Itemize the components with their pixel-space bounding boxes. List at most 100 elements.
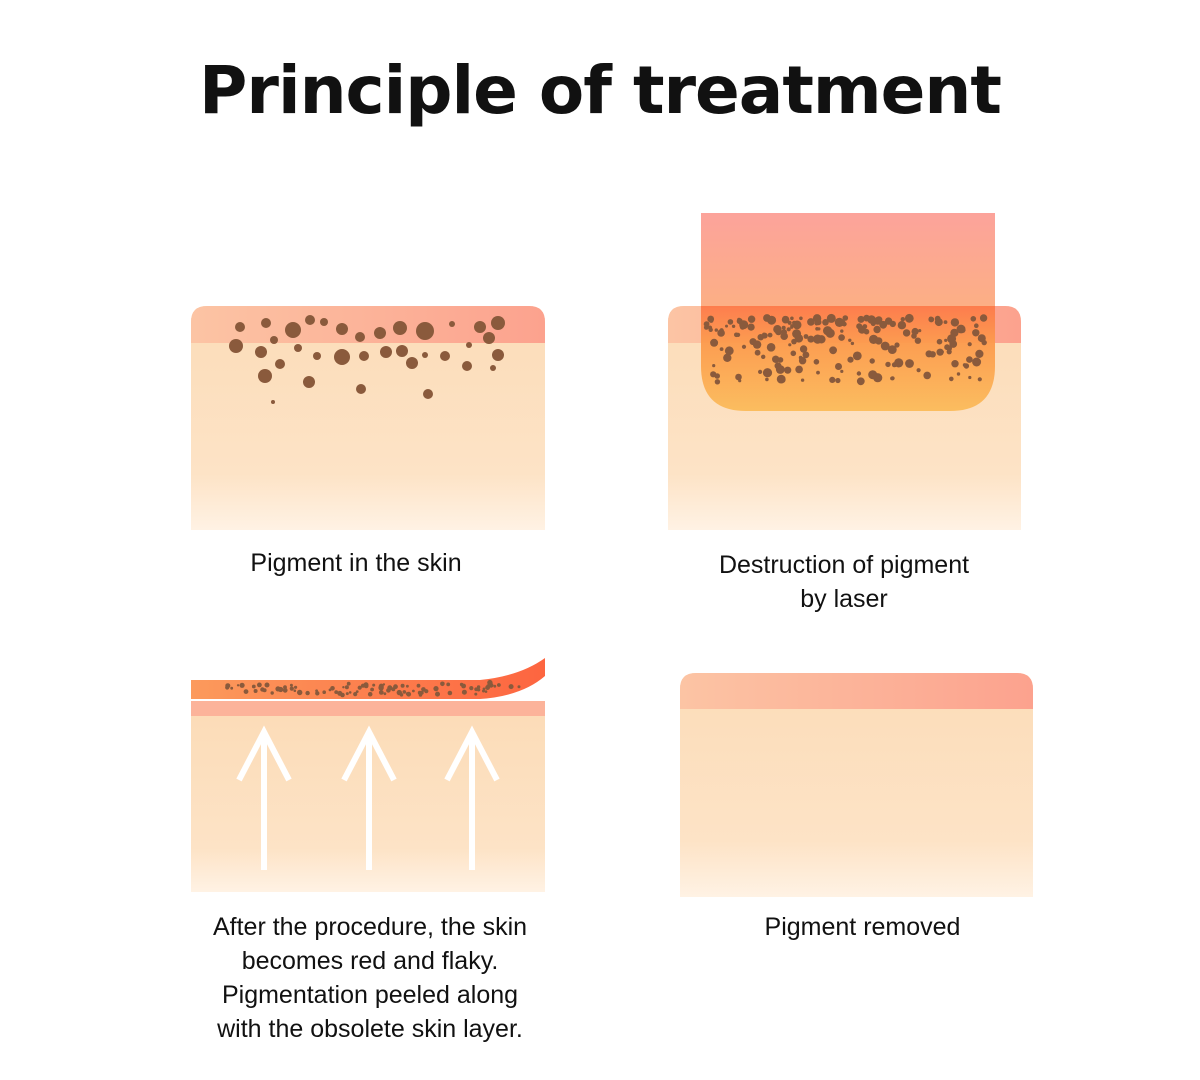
pigment-dot [363, 682, 369, 688]
pigment-dot [474, 321, 486, 333]
pigment-dot [482, 687, 486, 691]
pigment-dot [724, 346, 734, 356]
pigment-dot [762, 368, 773, 378]
pigment-dot [336, 323, 348, 335]
pigment-dot [348, 691, 352, 694]
pigment-dot [387, 685, 393, 691]
pigment-dot [440, 351, 450, 361]
pigment-dot [943, 320, 948, 324]
pigment-dot [229, 339, 243, 353]
pigment-dot [703, 325, 709, 330]
page-title: Principle of treatment [199, 52, 1002, 129]
pigment-dot [461, 689, 467, 695]
pigment-dot [372, 683, 376, 687]
pigment-dot [786, 327, 791, 332]
pigment-dot [236, 684, 240, 687]
pigment-dot [374, 327, 386, 339]
pigment-dot [946, 349, 952, 355]
pigment-dot [887, 345, 897, 354]
pigment-dot [517, 685, 521, 689]
pigment-dot [708, 327, 713, 332]
pigment-dot [297, 689, 303, 696]
panel-peeling [191, 658, 545, 892]
pigment-dot [282, 687, 288, 693]
pigment-dot [835, 377, 841, 384]
pigment-dot [970, 316, 977, 322]
pigment-dot [253, 689, 258, 693]
pigment-dot [826, 313, 836, 323]
pigment-dot [393, 321, 407, 335]
pigment-dot [758, 369, 763, 374]
pigment-dot [225, 683, 231, 689]
pigment-dot [894, 342, 900, 348]
pigment-dot [383, 692, 387, 696]
pigment-dot [285, 322, 301, 338]
pigment-dot [264, 682, 270, 688]
pigment-dot [416, 683, 421, 688]
pigment-dot [773, 325, 782, 334]
pigment-dot [880, 341, 890, 351]
pigment-dot [981, 339, 987, 346]
pigment-dot [492, 349, 504, 361]
pigment-dot [303, 376, 315, 388]
pigment-dot [799, 316, 803, 321]
pigment-dot [902, 329, 911, 337]
pigment-dot [916, 368, 921, 373]
pigment-dot [487, 679, 493, 686]
caption-peeling: After the procedure, the skin becomes re… [212, 913, 528, 1043]
pigment-dot [379, 685, 383, 690]
pigment-dot [275, 359, 285, 369]
panel-pigment-in-skin [191, 306, 545, 530]
pigment-dot [868, 370, 878, 380]
pigment-dot [803, 334, 809, 339]
pigment-dot [923, 371, 931, 380]
pigment-dot [399, 693, 404, 697]
caption-pigment-in-skin: Pigment in the skin [250, 549, 462, 577]
pigment-dot [790, 350, 797, 357]
pigment-dot [423, 389, 433, 399]
pigment-dot [779, 377, 786, 383]
pigment-dot [847, 356, 854, 363]
pigment-dot [972, 329, 980, 337]
pigment-dot [355, 332, 365, 342]
pigment-dot [359, 351, 369, 361]
pigment-dot [424, 689, 429, 694]
pigment-dot [406, 684, 409, 688]
pigment-dot [416, 322, 434, 340]
pigment-dot [337, 690, 343, 696]
pigment-dot [289, 683, 293, 687]
pigment-dot [466, 342, 472, 348]
pigment-dot [934, 315, 941, 322]
pigment-dot [255, 346, 267, 358]
pigment-dot [950, 318, 960, 327]
pigment-dot [959, 327, 966, 333]
skin-block [680, 673, 1033, 897]
arrow-up-icon [444, 725, 500, 870]
pigment-dot [305, 690, 310, 696]
pigment-dot [446, 682, 451, 687]
pigment-dot [315, 691, 320, 696]
pigment-dot [784, 366, 792, 374]
pigment-dot [717, 329, 725, 337]
pigment-dot [885, 361, 891, 368]
laser-beam [701, 213, 995, 308]
pigment-dot [334, 690, 339, 694]
pigment-dot [278, 686, 284, 693]
pigment-dot [838, 334, 845, 341]
pigment-dot [320, 318, 328, 326]
pigment-dot [767, 332, 773, 338]
exposed-layer [191, 701, 545, 716]
pigment-dot [412, 689, 415, 693]
panel-laser-destruction [668, 213, 1021, 530]
pigment-dot [435, 691, 440, 697]
pigment-dot [491, 316, 505, 330]
pigment-dot [962, 363, 967, 367]
peeled-pigment [225, 679, 521, 698]
pigment-dot [835, 363, 842, 370]
pigment-dot [260, 687, 265, 692]
pigment-dot [766, 343, 776, 352]
pigment-dot [761, 354, 766, 359]
pigment-dot [714, 379, 721, 385]
pigment-dot [875, 337, 883, 345]
pigment-dot [714, 328, 718, 332]
